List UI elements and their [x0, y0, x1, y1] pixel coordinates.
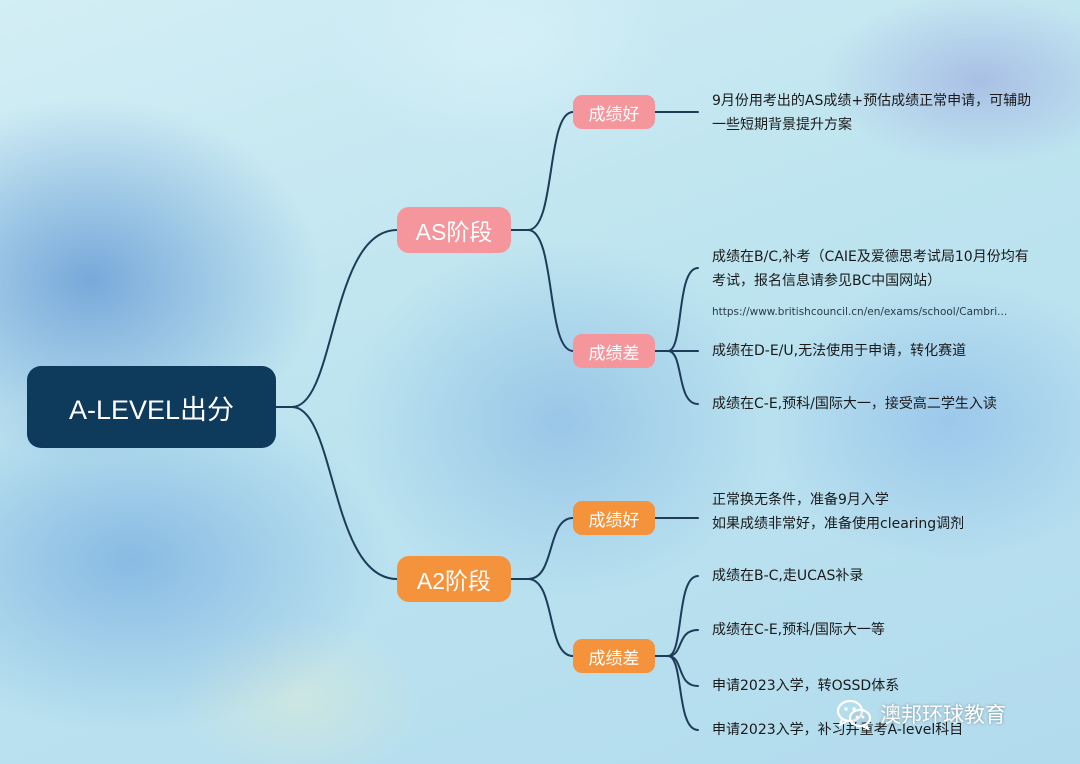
leaf-a2-poor-4: 申请2023入学，补习并重考A-level科目: [712, 718, 963, 742]
leaf-as-poor-4: 成绩在C-E,预科/国际大一，接受高二学生入读: [712, 392, 997, 416]
a2-poor-label: 成绩差: [588, 648, 640, 669]
connector-as-poor-leaf-1: [654, 267, 699, 352]
a2-stage-node: A2阶段: [397, 556, 511, 602]
as-good-label: 成绩好: [588, 104, 640, 125]
as-poor-label: 成绩差: [588, 343, 640, 364]
leaf-line: 如果成绩非常好，准备使用clearing调剂: [712, 516, 965, 532]
leaf-line: 一些短期背景提升方案: [712, 117, 852, 133]
a2-poor-node: 成绩差: [573, 639, 655, 673]
leaf-line: 成绩在C-E,预科/国际大一，接受高二学生入读: [712, 396, 997, 412]
connector-as-poor: [510, 229, 574, 352]
leaf-line: 考试，报名信息请参见BC中国网站）: [712, 273, 942, 289]
british-council-link[interactable]: https://www.britishcouncil.cn/en/exams/s…: [712, 306, 1008, 318]
connector-a2-good: [510, 517, 574, 580]
leaf-line: 申请2023入学，转OSSD体系: [712, 678, 900, 694]
a2-stage-label: A2阶段: [416, 568, 492, 594]
connector-root-a2: [275, 406, 398, 580]
a2-good-label: 成绩好: [588, 510, 640, 531]
leaf-a2-poor-1: 成绩在B-C,走UCAS补录: [712, 564, 863, 588]
connector-root-as: [275, 229, 398, 408]
connector-as-poor-leaf-4: [654, 350, 699, 405]
leaf-line: 成绩在B/C,补考（CAIE及爱德思考试局10月份均有: [712, 249, 1029, 265]
leaf-line: 9月份用考出的AS成绩+预估成绩正常申请，可辅助: [712, 93, 1032, 109]
root-label: A-LEVEL出分: [68, 394, 235, 425]
leaf-a2-poor-3: 申请2023入学，转OSSD体系: [712, 674, 899, 698]
connector-a2-poor-leaf-1: [654, 575, 699, 657]
watermark: 澳邦环球教育: [836, 698, 1006, 730]
leaf-as-good-1: 9月份用考出的AS成绩+预估成绩正常申请，可辅助 一些短期背景提升方案: [712, 89, 1031, 137]
a2-good-node: 成绩好: [573, 501, 655, 535]
leaf-line: 成绩在B-C,走UCAS补录: [712, 568, 864, 584]
leaf-as-poor-3: 成绩在D-E/U,无法使用于申请，转化赛道: [712, 339, 966, 363]
leaf-a2-good-1: 正常换无条件，准备9月入学 如果成绩非常好，准备使用clearing调剂: [712, 488, 964, 536]
leaf-line: 成绩在D-E/U,无法使用于申请，转化赛道: [712, 343, 967, 359]
leaf-a2-poor-2: 成绩在C-E,预科/国际大一等: [712, 618, 885, 642]
leaf-line: 申请2023入学，补习并重考A-level科目: [712, 722, 964, 738]
connector-a2-poor-leaf-4: [654, 655, 699, 731]
leaf-as-poor-url[interactable]: https://www.britishcouncil.cn/en/exams/s…: [712, 304, 1007, 320]
as-stage-node: AS阶段: [397, 207, 511, 253]
connector-as-good: [510, 111, 574, 231]
connector-a2-poor: [510, 578, 574, 657]
leaf-as-poor-1: 成绩在B/C,补考（CAIE及爱德思考试局10月份均有 考试，报名信息请参见BC…: [712, 245, 1029, 293]
as-stage-label: AS阶段: [415, 219, 493, 245]
leaf-line: 正常换无条件，准备9月入学: [712, 492, 889, 508]
leaf-line: 成绩在C-E,预科/国际大一等: [712, 622, 885, 638]
root-node: A-LEVEL出分: [27, 366, 276, 448]
watermark-label: 澳邦环球教育: [880, 703, 1006, 727]
wechat-icon: [836, 699, 872, 730]
as-good-node: 成绩好: [573, 95, 655, 129]
as-poor-node: 成绩差: [573, 334, 655, 368]
